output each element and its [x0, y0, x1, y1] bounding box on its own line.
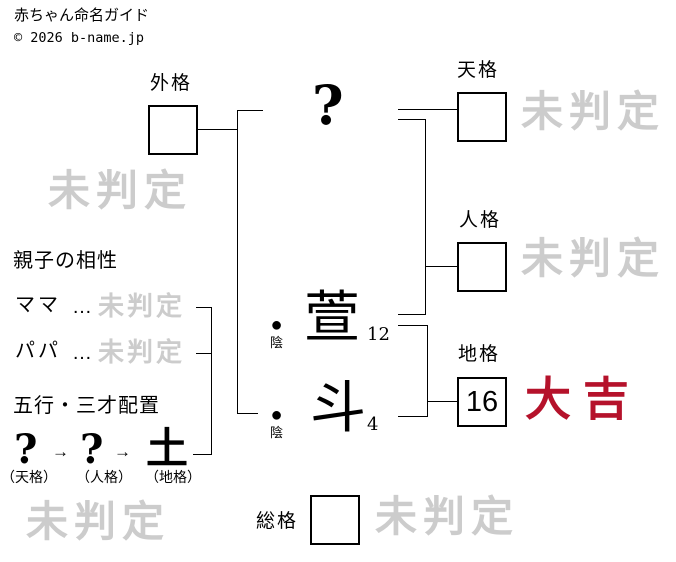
tenkaku-label: 天格	[457, 60, 500, 81]
connector-chikaku	[427, 401, 457, 402]
bracket-left-papa-tick	[196, 353, 211, 354]
bracket-left-gogyou-tick	[193, 454, 211, 455]
tenkaku-result: 未判定	[521, 87, 666, 136]
bracket-chikaku-top-tick	[398, 325, 428, 326]
gogyou-element-jinkaku: ?	[80, 426, 104, 473]
stroke-count-2: 4	[367, 414, 379, 435]
compat-row-mama-result: 未判定	[98, 292, 186, 322]
compat-row-papa-result: 未判定	[98, 338, 186, 368]
jinkaku-result: 未判定	[521, 234, 666, 283]
compat-row-mama-dots: …	[72, 296, 92, 318]
bracket-gaikaku-top-tick	[237, 110, 263, 111]
given-char-2: 斗	[310, 376, 366, 441]
yin-dot-icon: ●	[270, 404, 283, 426]
gogyou-label-chikaku: （地格）	[145, 469, 201, 485]
connector-gaikaku	[198, 129, 238, 130]
surname-placeholder: ?	[312, 73, 344, 137]
sansai-result: 未判定	[26, 497, 171, 546]
yin-marker-2: ● 陰	[270, 404, 284, 440]
gaikaku-box	[148, 105, 198, 155]
bracket-jinkaku-vertical	[425, 119, 426, 315]
compat-row-papa-label: パパ	[15, 340, 61, 362]
gogyou-element-tenkaku: ?	[14, 426, 38, 473]
page-title: 赤ちゃん命名ガイド	[14, 6, 150, 24]
bracket-gaikaku-vertical	[237, 110, 238, 414]
jinkaku-box	[457, 242, 507, 292]
compat-row-papa-dots: …	[72, 342, 92, 364]
connector-tenkaku	[398, 109, 457, 110]
gogyou-label-tenkaku: （天格）	[1, 469, 57, 485]
arrow-right-icon: →	[52, 442, 69, 461]
soukaku-box	[310, 495, 360, 545]
chikaku-value: 16	[465, 385, 499, 418]
jinkaku-label: 人格	[459, 210, 502, 231]
copyright-text: © 2026 b-name.jp	[14, 30, 145, 46]
connector-jinkaku	[425, 266, 457, 267]
compatibility-heading: 親子の相性	[13, 250, 118, 272]
gogyou-element-chikaku: 土	[146, 424, 189, 473]
gaikaku-label: 外格	[150, 73, 193, 94]
chikaku-label: 地格	[458, 344, 501, 365]
yin-dot-icon: ●	[270, 314, 283, 336]
gaikaku-result: 未判定	[48, 166, 193, 215]
chikaku-box: 16	[457, 377, 507, 427]
arrow-right-icon: →	[114, 442, 131, 461]
soukaku-result: 未判定	[375, 492, 520, 541]
bracket-left-vertical	[211, 307, 212, 455]
bracket-jinkaku-top-tick	[398, 119, 426, 120]
yin-marker-1: ● 陰	[270, 314, 284, 350]
bracket-left-mama-tick	[196, 307, 211, 308]
stroke-count-1: 12	[367, 324, 390, 345]
soukaku-label: 総格	[256, 511, 299, 532]
tenkaku-box	[457, 92, 507, 142]
chikaku-result: 大吉	[525, 372, 641, 426]
bracket-chikaku-vertical	[427, 325, 428, 417]
bracket-chikaku-bottom-tick	[398, 416, 428, 417]
bracket-gaikaku-bottom-tick	[237, 413, 258, 414]
gogyou-heading: 五行・三才配置	[13, 395, 160, 417]
bracket-jinkaku-bottom-tick	[398, 314, 426, 315]
given-char-1: 萱	[304, 286, 360, 351]
compat-row-mama-label: ママ	[15, 294, 61, 316]
gogyou-label-jinkaku: （人格）	[76, 469, 132, 485]
